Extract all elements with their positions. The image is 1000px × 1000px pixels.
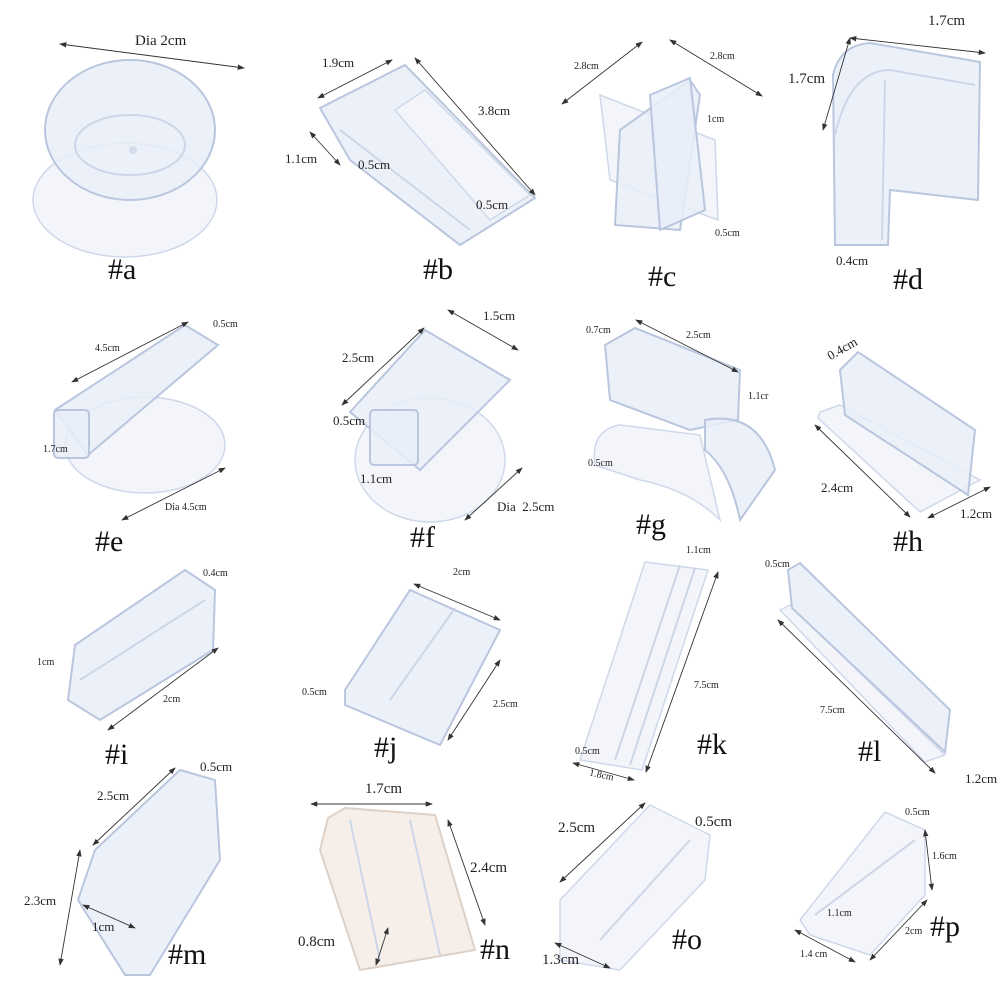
dim-c-1: 2.8cm xyxy=(574,61,599,72)
dim-h-3: 1.2cm xyxy=(960,506,993,521)
dim-m-1: 0.5cm xyxy=(200,759,233,774)
dim-c-2: 2.8cm xyxy=(710,51,735,62)
item-l-long-base xyxy=(777,561,952,774)
tag-f: #f xyxy=(410,521,435,554)
tag-n: #n xyxy=(480,933,510,966)
item-c-cross-connector xyxy=(561,39,763,232)
item-i-clip xyxy=(66,568,219,731)
dim-l-1: 0.5cm xyxy=(765,559,790,570)
dim-g-2: 2.5cm xyxy=(686,330,711,341)
item-o-clip xyxy=(554,802,711,971)
item-f-suction-stand xyxy=(341,309,523,523)
item-m-profile-clip xyxy=(58,767,222,976)
dim-n-1: 1.7cm xyxy=(365,781,403,797)
dim-i-2: 1cm xyxy=(37,657,55,668)
tag-c: #c xyxy=(648,260,677,293)
item-g-curved-clip xyxy=(593,319,777,523)
dim-c-4: 0.5cm xyxy=(715,228,740,239)
item-e-suction-stand xyxy=(53,321,226,521)
dim-d-1: 1.7cm xyxy=(928,13,966,29)
dim-h-2: 2.4cm xyxy=(821,480,854,495)
item-j-clip xyxy=(344,583,502,747)
dim-f-2: 2.5cm xyxy=(342,350,375,365)
tag-l: #l xyxy=(858,735,882,768)
item-n-amber-clip xyxy=(310,801,486,972)
tag-b: #b xyxy=(423,253,453,286)
dim-f-3: 0.5cm xyxy=(333,413,366,428)
tag-e: #e xyxy=(95,525,124,558)
dim-i-3: 2cm xyxy=(163,694,181,705)
dim-b-5: 0.5cm xyxy=(476,197,509,212)
tag-m: #m xyxy=(168,938,207,971)
dim-o-3: 1.3cm xyxy=(542,952,580,968)
dim-a-1: Dia 2cm xyxy=(135,33,187,49)
tag-k: #k xyxy=(697,728,727,761)
dim-b-3: 0.5cm xyxy=(358,157,391,172)
item-b-sign-holder xyxy=(309,57,537,247)
dim-f-5: Dia 2.5cm xyxy=(497,499,555,514)
item-a-suction-cup xyxy=(32,42,245,258)
dim-p-5: 1.4 cm xyxy=(800,949,828,960)
dim-g-1: 0.7cm xyxy=(586,325,611,336)
tag-j: #j xyxy=(374,731,398,764)
dim-m-3: 2.3cm xyxy=(24,893,57,908)
tag-h: #h xyxy=(893,525,923,558)
dim-p-2: 1.6cm xyxy=(932,851,957,862)
dim-l-2: 7.5cm xyxy=(820,705,845,716)
dim-e-2: 0.5cm xyxy=(213,319,238,330)
dim-f-1: 1.5cm xyxy=(483,308,516,323)
tag-d: #d xyxy=(893,263,923,296)
dim-k-3: 0.5cm xyxy=(575,746,600,757)
dim-j-2: 0.5cm xyxy=(302,687,327,698)
dim-m-4: 1cm xyxy=(92,919,115,934)
tag-p: #p xyxy=(930,910,960,943)
dim-l-3: 1.2cm xyxy=(965,771,998,786)
dim-e-1: 4.5cm xyxy=(95,343,120,354)
dim-n-3: 0.8cm xyxy=(298,934,336,950)
dim-p-3: 1.1cm xyxy=(827,908,852,919)
item-p-wedge-holder xyxy=(794,811,934,963)
dim-f-4: 1.1cm xyxy=(360,471,393,486)
dim-p-1: 0.5cm xyxy=(905,807,930,818)
dim-c-3: 1cm xyxy=(707,114,725,125)
tag-a: #a xyxy=(108,253,137,286)
dim-d-3: 0.4cm xyxy=(836,253,869,268)
dim-g-4: 0.5cm xyxy=(588,458,613,469)
dim-o-1: 2.5cm xyxy=(558,820,596,836)
dim-e-4: Dia 4.5cm xyxy=(165,502,207,513)
dim-e-3: 1.7cm xyxy=(43,444,68,455)
dim-k-1: 1.1cm xyxy=(686,545,711,556)
item-d-corner-clip xyxy=(822,36,986,246)
dim-b-1: 1.9cm xyxy=(322,55,355,70)
dim-j-1: 2cm xyxy=(453,567,471,578)
dim-b-2: 1.1cm xyxy=(285,151,318,166)
dim-b-4: 3.8cm xyxy=(478,103,511,118)
dim-p-4: 2cm xyxy=(905,926,923,937)
tag-i: #i xyxy=(105,738,129,771)
item-h-base-holder xyxy=(814,350,991,519)
dim-m-2: 2.5cm xyxy=(97,788,130,803)
dim-n-2: 2.4cm xyxy=(470,860,508,876)
dim-o-2: 0.5cm xyxy=(695,814,733,830)
tag-g: #g xyxy=(636,508,666,541)
dim-j-3: 2.5cm xyxy=(493,699,518,710)
tag-o: #o xyxy=(672,923,702,956)
item-k-long-holder xyxy=(572,561,719,781)
dim-g-3: 1.1cr xyxy=(748,391,769,402)
dim-d-2: 1.7cm xyxy=(788,71,826,87)
dim-i-1: 0.4cm xyxy=(203,568,228,579)
dim-k-2: 7.5cm xyxy=(694,680,719,691)
